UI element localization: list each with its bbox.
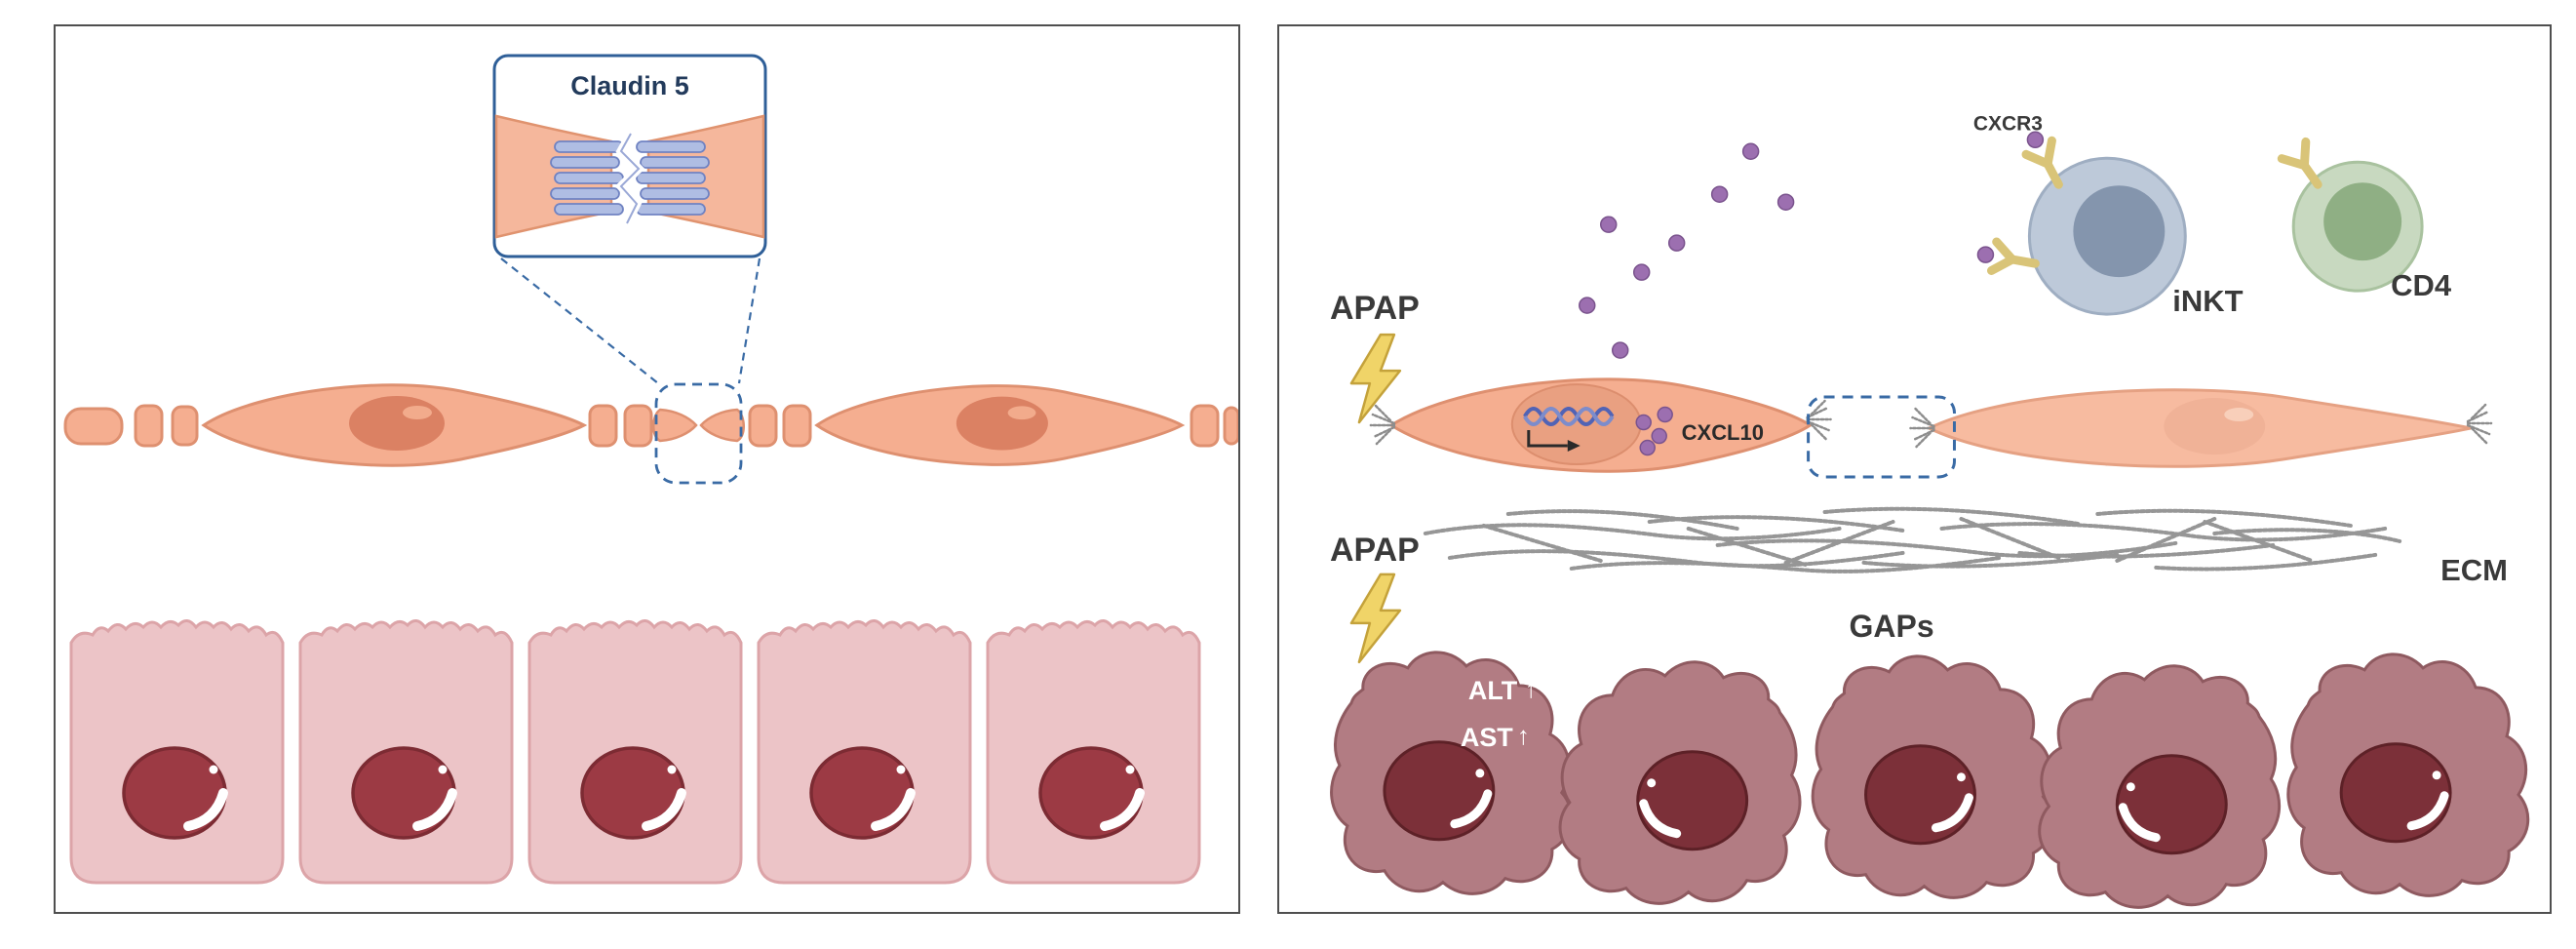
bound-chemokine-dot bbox=[2026, 131, 2045, 149]
claudin-strands bbox=[550, 140, 710, 216]
frayed-tip-icon bbox=[1806, 399, 1832, 441]
gap-dashed-box bbox=[1807, 395, 1956, 479]
apap-insult-bottom: APAP bbox=[1330, 532, 1420, 664]
endothelial-segments bbox=[63, 404, 1238, 448]
damaged-hepatocyte bbox=[1813, 656, 2052, 898]
endothelial-cell bbox=[815, 384, 1184, 466]
apap-label: APAP bbox=[1330, 532, 1420, 569]
damaged-hepatocyte bbox=[2040, 666, 2280, 908]
bound-chemokine-dot bbox=[1976, 246, 1995, 263]
damaged-hepatocyte bbox=[2288, 654, 2528, 896]
lightning-bolt-icon bbox=[1349, 333, 1402, 424]
ast-up-arrow: ↑ bbox=[1517, 721, 1530, 750]
lightning-bolt-icon bbox=[1349, 573, 1402, 664]
cxcr3-label: CXCR3 bbox=[1973, 112, 2043, 135]
hepatocyte bbox=[529, 620, 741, 883]
junction-tip-right bbox=[699, 408, 745, 443]
left-panel-figure: Claudin 5 bbox=[63, 54, 1238, 912]
inkt-label: iNKT bbox=[2172, 284, 2243, 318]
endothelial-layer: CXCL10 bbox=[1369, 377, 2493, 479]
cxcl10-label: CXCL10 bbox=[1682, 420, 1764, 445]
inkt-cell-nucleus bbox=[2073, 185, 2166, 278]
frayed-tip-icon bbox=[2466, 403, 2493, 445]
chemokine-trail bbox=[1579, 142, 1795, 359]
nucleus-highlight bbox=[2224, 408, 2254, 422]
hepatocyte bbox=[300, 620, 512, 883]
transcription-arrow-icon bbox=[1527, 430, 1581, 453]
cd4-label: CD4 bbox=[2391, 268, 2452, 302]
cd4-cell: CD4 bbox=[2282, 141, 2452, 302]
apap-label: APAP bbox=[1330, 290, 1420, 327]
junction-tip-left bbox=[652, 408, 698, 443]
quiescent-endothelial-nucleus bbox=[2164, 398, 2266, 455]
apap-insult-top: APAP bbox=[1330, 290, 1420, 424]
ecm-fibers bbox=[1423, 506, 2402, 573]
junction-gap-line bbox=[619, 133, 641, 224]
frayed-tip-icon bbox=[1369, 404, 1396, 446]
inkt-cell: CXCR3 iNKT bbox=[1973, 112, 2244, 318]
hepatocyte-layer bbox=[71, 620, 1199, 883]
endothelial-cell bbox=[202, 383, 586, 467]
cd4-cell-nucleus bbox=[2323, 182, 2402, 261]
ast-label: AST bbox=[1461, 723, 1513, 752]
dna-icon bbox=[1523, 407, 1615, 426]
hepatocyte bbox=[988, 620, 1199, 883]
inset-connector-lines bbox=[500, 257, 761, 384]
hepatocyte bbox=[759, 620, 970, 883]
damaged-hepatocyte bbox=[1560, 662, 1800, 904]
endothelial-layer bbox=[63, 382, 1238, 485]
ecm-label: ECM bbox=[2440, 553, 2508, 587]
claudin5-inset: Claudin 5 bbox=[492, 54, 767, 258]
liver-enzyme-labels: ALT ↑ AST ↑ bbox=[1461, 674, 1538, 752]
alt-label: ALT bbox=[1468, 676, 1518, 705]
left-panel: Claudin 5 bbox=[54, 24, 1240, 914]
cxcl10-dots-cluster bbox=[1635, 406, 1673, 456]
frayed-tip-icon bbox=[1909, 407, 1935, 449]
alt-up-arrow: ↑ bbox=[1525, 674, 1538, 703]
inset-title: Claudin 5 bbox=[570, 71, 689, 100]
right-panel: CXCL10 CXCR3 bbox=[1277, 24, 2552, 914]
right-panel-figure: CXCL10 CXCR3 bbox=[1279, 112, 2550, 912]
hepatocyte bbox=[71, 620, 283, 883]
tight-junction-dashed-box bbox=[654, 382, 743, 485]
gaps-label: GAPs bbox=[1850, 609, 1934, 644]
